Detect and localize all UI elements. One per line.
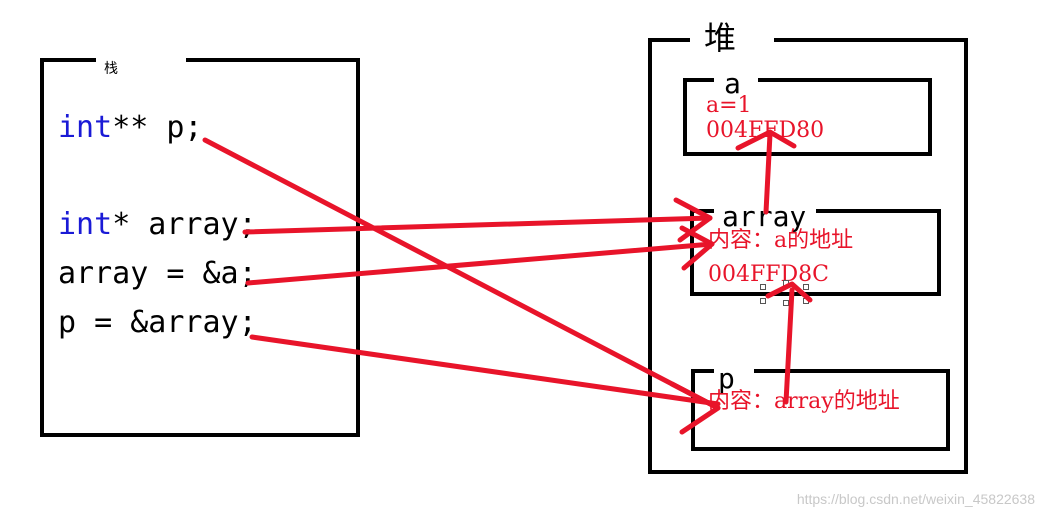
code-text: ** p; [112, 110, 203, 145]
stack-title: 栈 [104, 61, 118, 77]
heap-box-p-name: p [718, 362, 735, 395]
code-keyword: int [58, 110, 113, 145]
heap-box-a [683, 78, 932, 156]
arrow-array-assign-to-array-box [245, 241, 715, 286]
selection-handle[interactable] [760, 284, 766, 290]
arrowhead [735, 129, 797, 151]
heap-box-p-content: 内容：array的地址 [708, 389, 900, 414]
arrow-p-box-to-array-box [783, 287, 795, 405]
heap-box-a-value: a=1 [706, 93, 752, 118]
heap-box-a-address: 004FFD80 [706, 118, 825, 143]
arrowhead [765, 281, 813, 303]
heap-box-a-name: a [724, 67, 741, 100]
arrowhead [669, 381, 721, 435]
arrow-array-decl-to-array-box [242, 215, 713, 235]
heap-box-array-content: 内容：a的地址 [708, 228, 854, 253]
code-keyword: int [58, 207, 113, 242]
arrowhead [679, 225, 715, 271]
stack-box [40, 58, 360, 437]
arrow-p-decl-to-p-box [202, 137, 721, 411]
stack-title-gap [96, 54, 186, 64]
selection-handle[interactable] [783, 300, 789, 306]
code-line-4: p = &array; [58, 308, 257, 338]
code-line-3: array = &a; [58, 259, 257, 289]
arrow-p-assign-to-p-box [249, 334, 721, 407]
code-text: array = &a; [58, 256, 257, 291]
heap-title-gap [690, 34, 774, 44]
heap-box-p [691, 369, 950, 451]
code-line-2: int* array; [58, 210, 257, 240]
selection-handle[interactable] [760, 298, 766, 304]
watermark: https://blog.csdn.net/weixin_45822638 [796, 491, 1035, 507]
selection-handle[interactable] [803, 284, 809, 290]
code-text: p = &array; [58, 305, 257, 340]
heap-box-array-address: 004FFD8C [708, 262, 829, 287]
heap-title: 堆 [704, 19, 737, 57]
arrow-array-box-to-a-box [763, 131, 773, 215]
code-line-1: int** p; [58, 113, 203, 143]
heap-box-p-gap [714, 365, 754, 375]
heap-box-a-gap [714, 74, 758, 84]
code-text: * array; [112, 207, 257, 242]
heap-box [648, 38, 968, 474]
